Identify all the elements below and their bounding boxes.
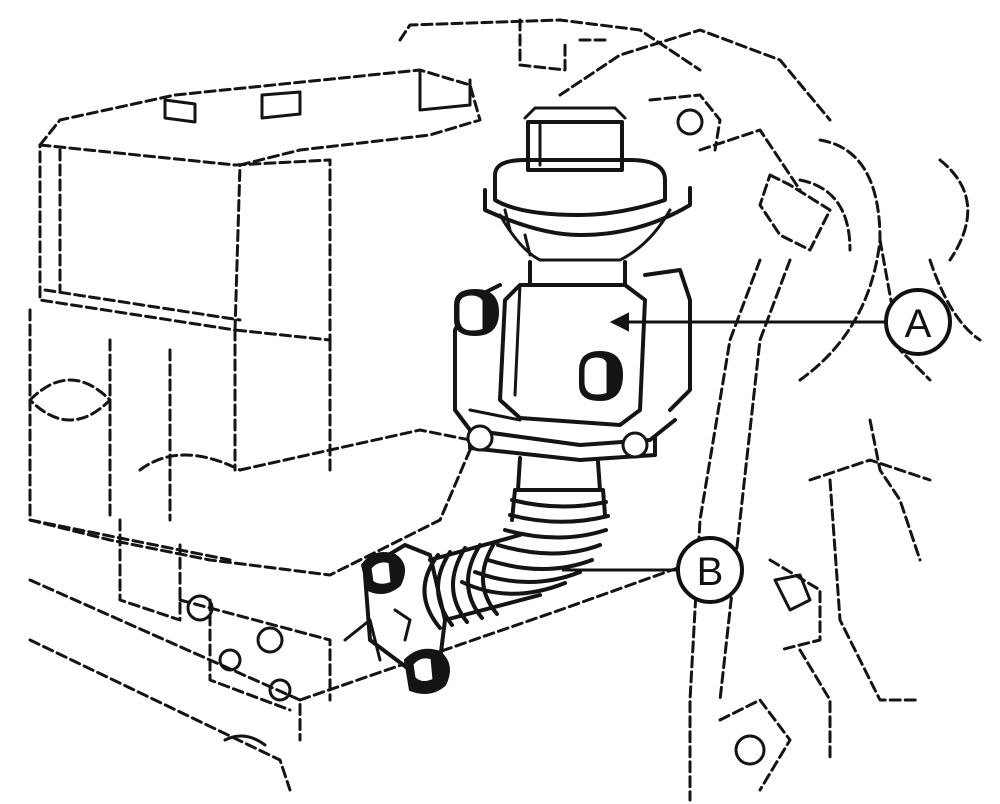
right-bracket bbox=[718, 418, 932, 792]
egr-valve bbox=[453, 106, 692, 462]
callout-a: A bbox=[884, 288, 952, 356]
callout-a-ring bbox=[884, 288, 952, 356]
callout-b: B bbox=[676, 536, 744, 604]
background-upper bbox=[398, 18, 832, 192]
callout-a-label: A bbox=[905, 302, 932, 346]
rocker-cover bbox=[38, 68, 482, 342]
callout-b-label: B bbox=[697, 550, 724, 594]
cylinder-head bbox=[28, 308, 472, 577]
egr-pipe bbox=[343, 456, 610, 695]
lower-manifold bbox=[28, 518, 702, 792]
right-hose bbox=[688, 138, 982, 802]
callout-b-ring bbox=[676, 536, 744, 604]
leader-arrow-a bbox=[609, 312, 629, 332]
